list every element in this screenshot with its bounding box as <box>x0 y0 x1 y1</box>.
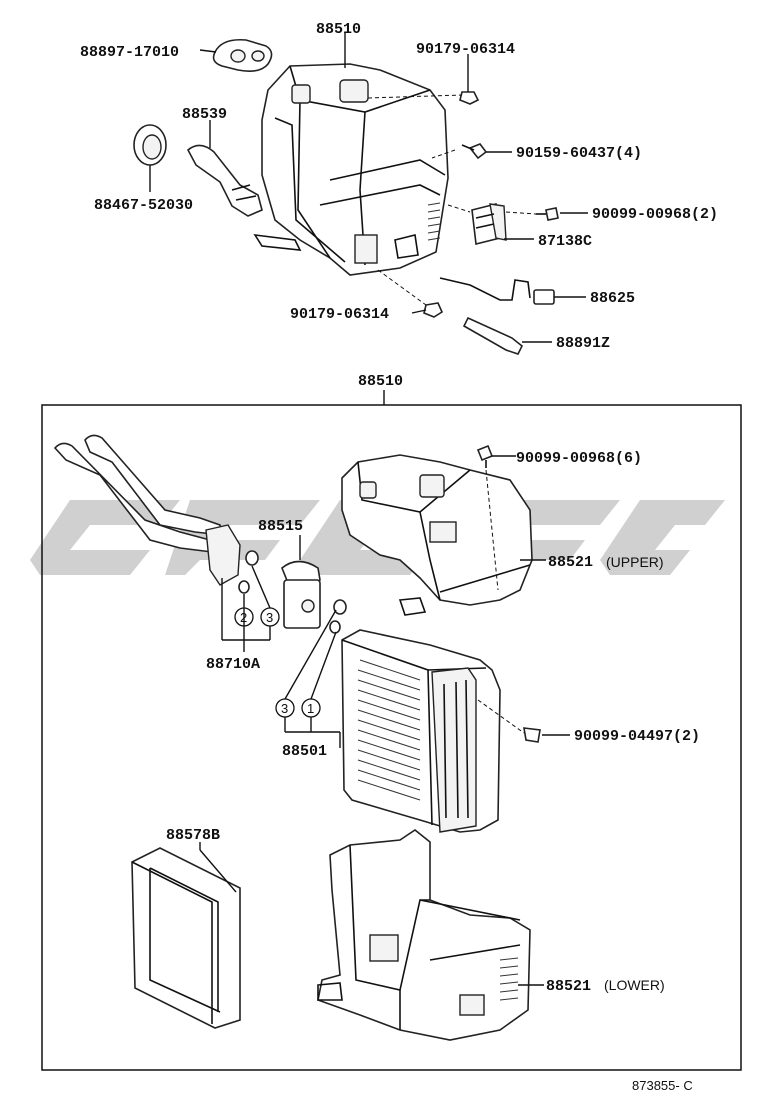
label-case-upper-num: 88521 <box>548 554 593 571</box>
case-lower-part <box>317 829 531 1041</box>
o-ring-4 <box>329 620 341 634</box>
o-ring-2 <box>238 580 250 594</box>
label-screw-6: 90099-00968(6) <box>516 450 642 467</box>
o-ring-1 <box>245 550 259 566</box>
label-expansion-valve: 88515 <box>258 518 303 535</box>
label-case-upper-sfx: (UPPER) <box>606 554 664 570</box>
callout-3b: 3 <box>281 701 288 716</box>
screw-2-part <box>536 207 559 221</box>
screw-2b-part <box>523 727 541 743</box>
label-amplifier: 87138C <box>538 233 592 250</box>
cooling-unit-housing-top <box>253 63 449 276</box>
label-bolt-top: 90179-06314 <box>416 41 515 58</box>
label-drain-hose: 88539 <box>182 106 227 123</box>
label-thermistor: 88625 <box>590 290 635 307</box>
callout-3a: 3 <box>266 610 273 625</box>
thermistor-part <box>439 277 555 305</box>
callout-group-right: 3 1 <box>275 609 341 748</box>
label-bolt-bottom: 90179-06314 <box>290 306 389 323</box>
label-clip: 88891Z <box>556 335 610 352</box>
drain-hose-part <box>186 144 263 217</box>
label-screw-4: 90159-60437(4) <box>516 145 642 162</box>
evaporator-part <box>341 629 501 833</box>
amplifier-part <box>471 203 507 245</box>
label-unit-assembly: 88510 <box>358 373 403 390</box>
clip-part <box>462 316 524 355</box>
label-case-lower-num: 88521 <box>546 978 591 995</box>
label-screw-2b: 90099-04497(2) <box>574 728 700 745</box>
filter-part <box>131 842 241 1029</box>
label-case-lower-sfx: (LOWER) <box>604 977 665 993</box>
label-top-assembly: 88510 <box>316 21 361 38</box>
label-evaporator: 88501 <box>282 743 327 760</box>
label-screw-2: 90099-00968(2) <box>592 206 718 223</box>
callout-1: 1 <box>307 701 314 716</box>
grommet-part <box>133 124 167 166</box>
label-grommet: 88467-52030 <box>94 197 193 214</box>
label-o-ring-kit: 88710A <box>206 656 260 673</box>
callout-group-left: 2 3 <box>221 565 280 652</box>
screw-4-part <box>461 143 488 160</box>
exploded-view-frame <box>41 404 742 1071</box>
bolt-top-part <box>459 91 480 105</box>
diagram-id: 873855- C <box>632 1078 693 1093</box>
bracket-plug-part <box>212 38 273 72</box>
o-ring-3 <box>333 599 347 615</box>
label-filter: 88578B <box>166 827 220 844</box>
screw-6-part <box>476 444 494 468</box>
case-upper-part <box>341 454 533 616</box>
evaporator-pipes <box>53 434 241 586</box>
bolt-bottom-part <box>423 302 444 318</box>
expansion-valve-part <box>281 535 321 629</box>
label-bracket-plug: 88897-17010 <box>80 44 179 61</box>
